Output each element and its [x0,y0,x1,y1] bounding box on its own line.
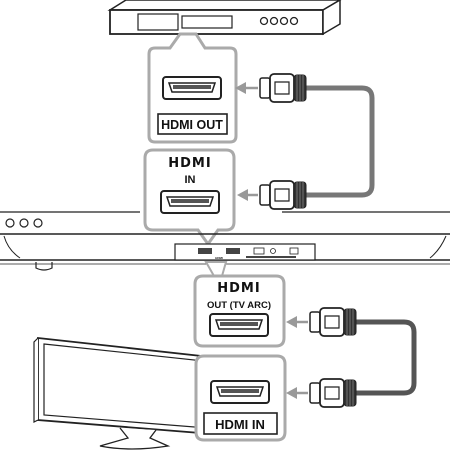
tv-port-label: HDMI IN [215,417,265,432]
hdmi-arc-socket-icon [209,313,269,337]
hdmi-plug-icon [309,378,357,408]
player-button-icon [289,16,299,26]
player-button-icon [279,16,289,26]
panel-hdmi-label: HDMI [215,256,223,260]
hdmi-logo-in: HDMI [168,156,211,171]
soundbar-out-label: OUT (TV ARC) [207,300,271,311]
hdmi-cable-top [306,85,375,198]
soundbar-in-label: IN [185,174,196,186]
tv-hdmi-in-callout: HDMI IN [194,354,287,442]
arrow-left-icon [235,82,258,94]
arrow-left-icon [237,189,258,201]
hdmi-logo-out: HDMI [217,281,260,296]
soundbar-button-icon [19,218,29,228]
tv-device [33,336,239,450]
player-device [107,0,342,36]
hdmi-plug-icon [309,307,357,337]
hdmi-plug-icon [259,73,307,103]
hdmi-port-icon [198,248,212,254]
soundbar-hdmi-in-callout: HDMI IN [143,148,236,247]
soundbar-hdmi-out-callout: HDMI OUT (TV ARC) [193,261,286,348]
soundbar-button-icon [5,218,15,228]
soundbar-button-icon [33,218,43,228]
player-port-label: HDMI OUT [161,118,223,132]
optical-port-icon [270,248,276,254]
arrow-left-icon [286,387,308,399]
player-hdmi-out-callout: HDMI OUT [147,32,238,144]
usb-port-icon [253,247,265,255]
hdmi-out-socket-icon [162,76,222,100]
arrow-left-icon [286,316,308,328]
player-button-icon [269,16,279,26]
player-button-icon [259,16,269,26]
service-port-icon [289,247,299,255]
tv-hdmi-in-socket-icon [210,380,270,404]
hdmi-port-icon [226,248,240,254]
hdmi-in-socket-icon [160,190,220,214]
hdmi-plug-icon [259,180,307,210]
hdmi-cable-bottom [356,319,417,396]
